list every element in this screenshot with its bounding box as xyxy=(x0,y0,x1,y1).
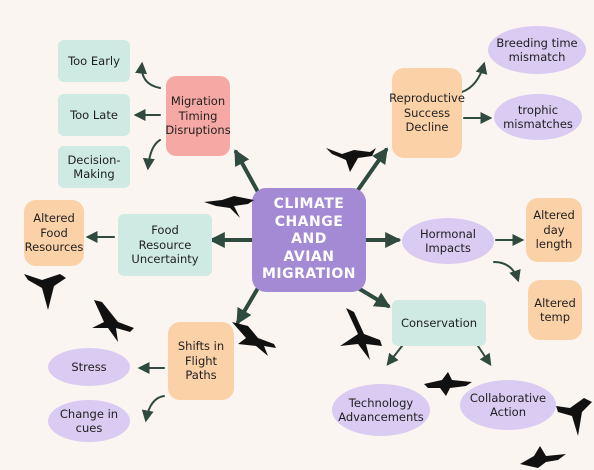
bird-silhouette-icon xyxy=(340,308,382,360)
altered-temp-label: Altered temp xyxy=(534,295,576,324)
trophic-mismatch-label: trophic mismatches xyxy=(503,102,573,131)
bird-silhouette-icon xyxy=(24,274,66,310)
arrow-center-to-conservation xyxy=(356,286,391,308)
reproductive-success-node: Reproductive Success Decline xyxy=(389,68,465,158)
stress-label: Stress xyxy=(71,359,107,374)
too-early-node: Too Early xyxy=(58,40,130,82)
breeding-time-node: Breeding time mismatch xyxy=(488,26,586,74)
hormonal-impacts-label: Hormonal Impacts xyxy=(420,226,476,255)
arrow-to-collaborative xyxy=(477,345,492,366)
bird-silhouette-icon xyxy=(520,446,566,468)
hormonal-impacts-node: Hormonal Impacts xyxy=(402,218,494,264)
technology-label: Technology Advancements xyxy=(338,395,424,424)
change-cues-label: Change in cues xyxy=(59,406,119,435)
too-late-node: Too Late xyxy=(58,94,130,136)
altered-day-node: Altered day length xyxy=(526,198,582,262)
central-topic-node: CLIMATE CHANGE AND AVIAN MIGRATION xyxy=(252,188,366,292)
bird-silhouette-icon xyxy=(424,372,472,396)
altered-temp-node: Altered temp xyxy=(528,280,582,340)
arrow-to-altered-temp xyxy=(493,261,521,283)
migration-timing-node: Migration Timing Disruptions xyxy=(165,76,231,156)
decision-making-node: Decision- Making xyxy=(58,146,130,188)
flight-paths-label: Shifts in Flight Paths xyxy=(177,339,225,383)
altered-food-label: Altered Food Resources xyxy=(24,211,84,255)
collaborative-node: Collaborative Action xyxy=(460,380,556,430)
change-cues-node: Change in cues xyxy=(48,400,130,442)
arrow-center-to-reproductive xyxy=(356,147,388,192)
arrow-to-too-early xyxy=(135,61,161,89)
arrow-to-change-cues xyxy=(141,395,165,423)
central-topic-label: CLIMATE CHANGE AND AVIAN MIGRATION xyxy=(261,196,357,283)
too-early-label: Too Early xyxy=(68,53,120,68)
conservation-label: Conservation xyxy=(400,315,478,330)
trophic-mismatch-node: trophic mismatches xyxy=(494,94,582,140)
food-uncertainty-label: Food Resource Uncertainty xyxy=(131,223,199,267)
collaborative-label: Collaborative Action xyxy=(469,390,547,419)
altered-food-node: Altered Food Resources xyxy=(24,200,84,266)
conservation-node: Conservation xyxy=(392,300,486,346)
arrow-to-decision-making xyxy=(142,139,161,171)
bird-silhouette-icon xyxy=(204,196,254,218)
bird-silhouette-icon xyxy=(326,148,376,172)
food-uncertainty-node: Food Resource Uncertainty xyxy=(118,214,212,276)
breeding-time-label: Breeding time mismatch xyxy=(496,35,578,64)
bird-silhouette-icon xyxy=(92,300,134,342)
arrow-to-technology xyxy=(386,345,403,366)
bird-silhouette-icon xyxy=(232,322,276,356)
flight-paths-node: Shifts in Flight Paths xyxy=(168,322,234,400)
altered-day-label: Altered day length xyxy=(533,208,575,252)
migration-timing-label: Migration Timing Disruptions xyxy=(165,94,231,138)
arrow-to-breeding-time xyxy=(461,61,488,93)
stress-node: Stress xyxy=(48,348,130,386)
arrow-center-to-flight-paths xyxy=(236,286,260,325)
decision-making-label: Decision- Making xyxy=(67,152,121,181)
too-late-label: Too Late xyxy=(70,107,118,122)
technology-node: Technology Advancements xyxy=(332,384,430,436)
arrow-center-to-migration-timing xyxy=(234,149,260,194)
reproductive-success-label: Reproductive Success Decline xyxy=(389,91,465,135)
bird-silhouette-icon xyxy=(556,398,592,436)
